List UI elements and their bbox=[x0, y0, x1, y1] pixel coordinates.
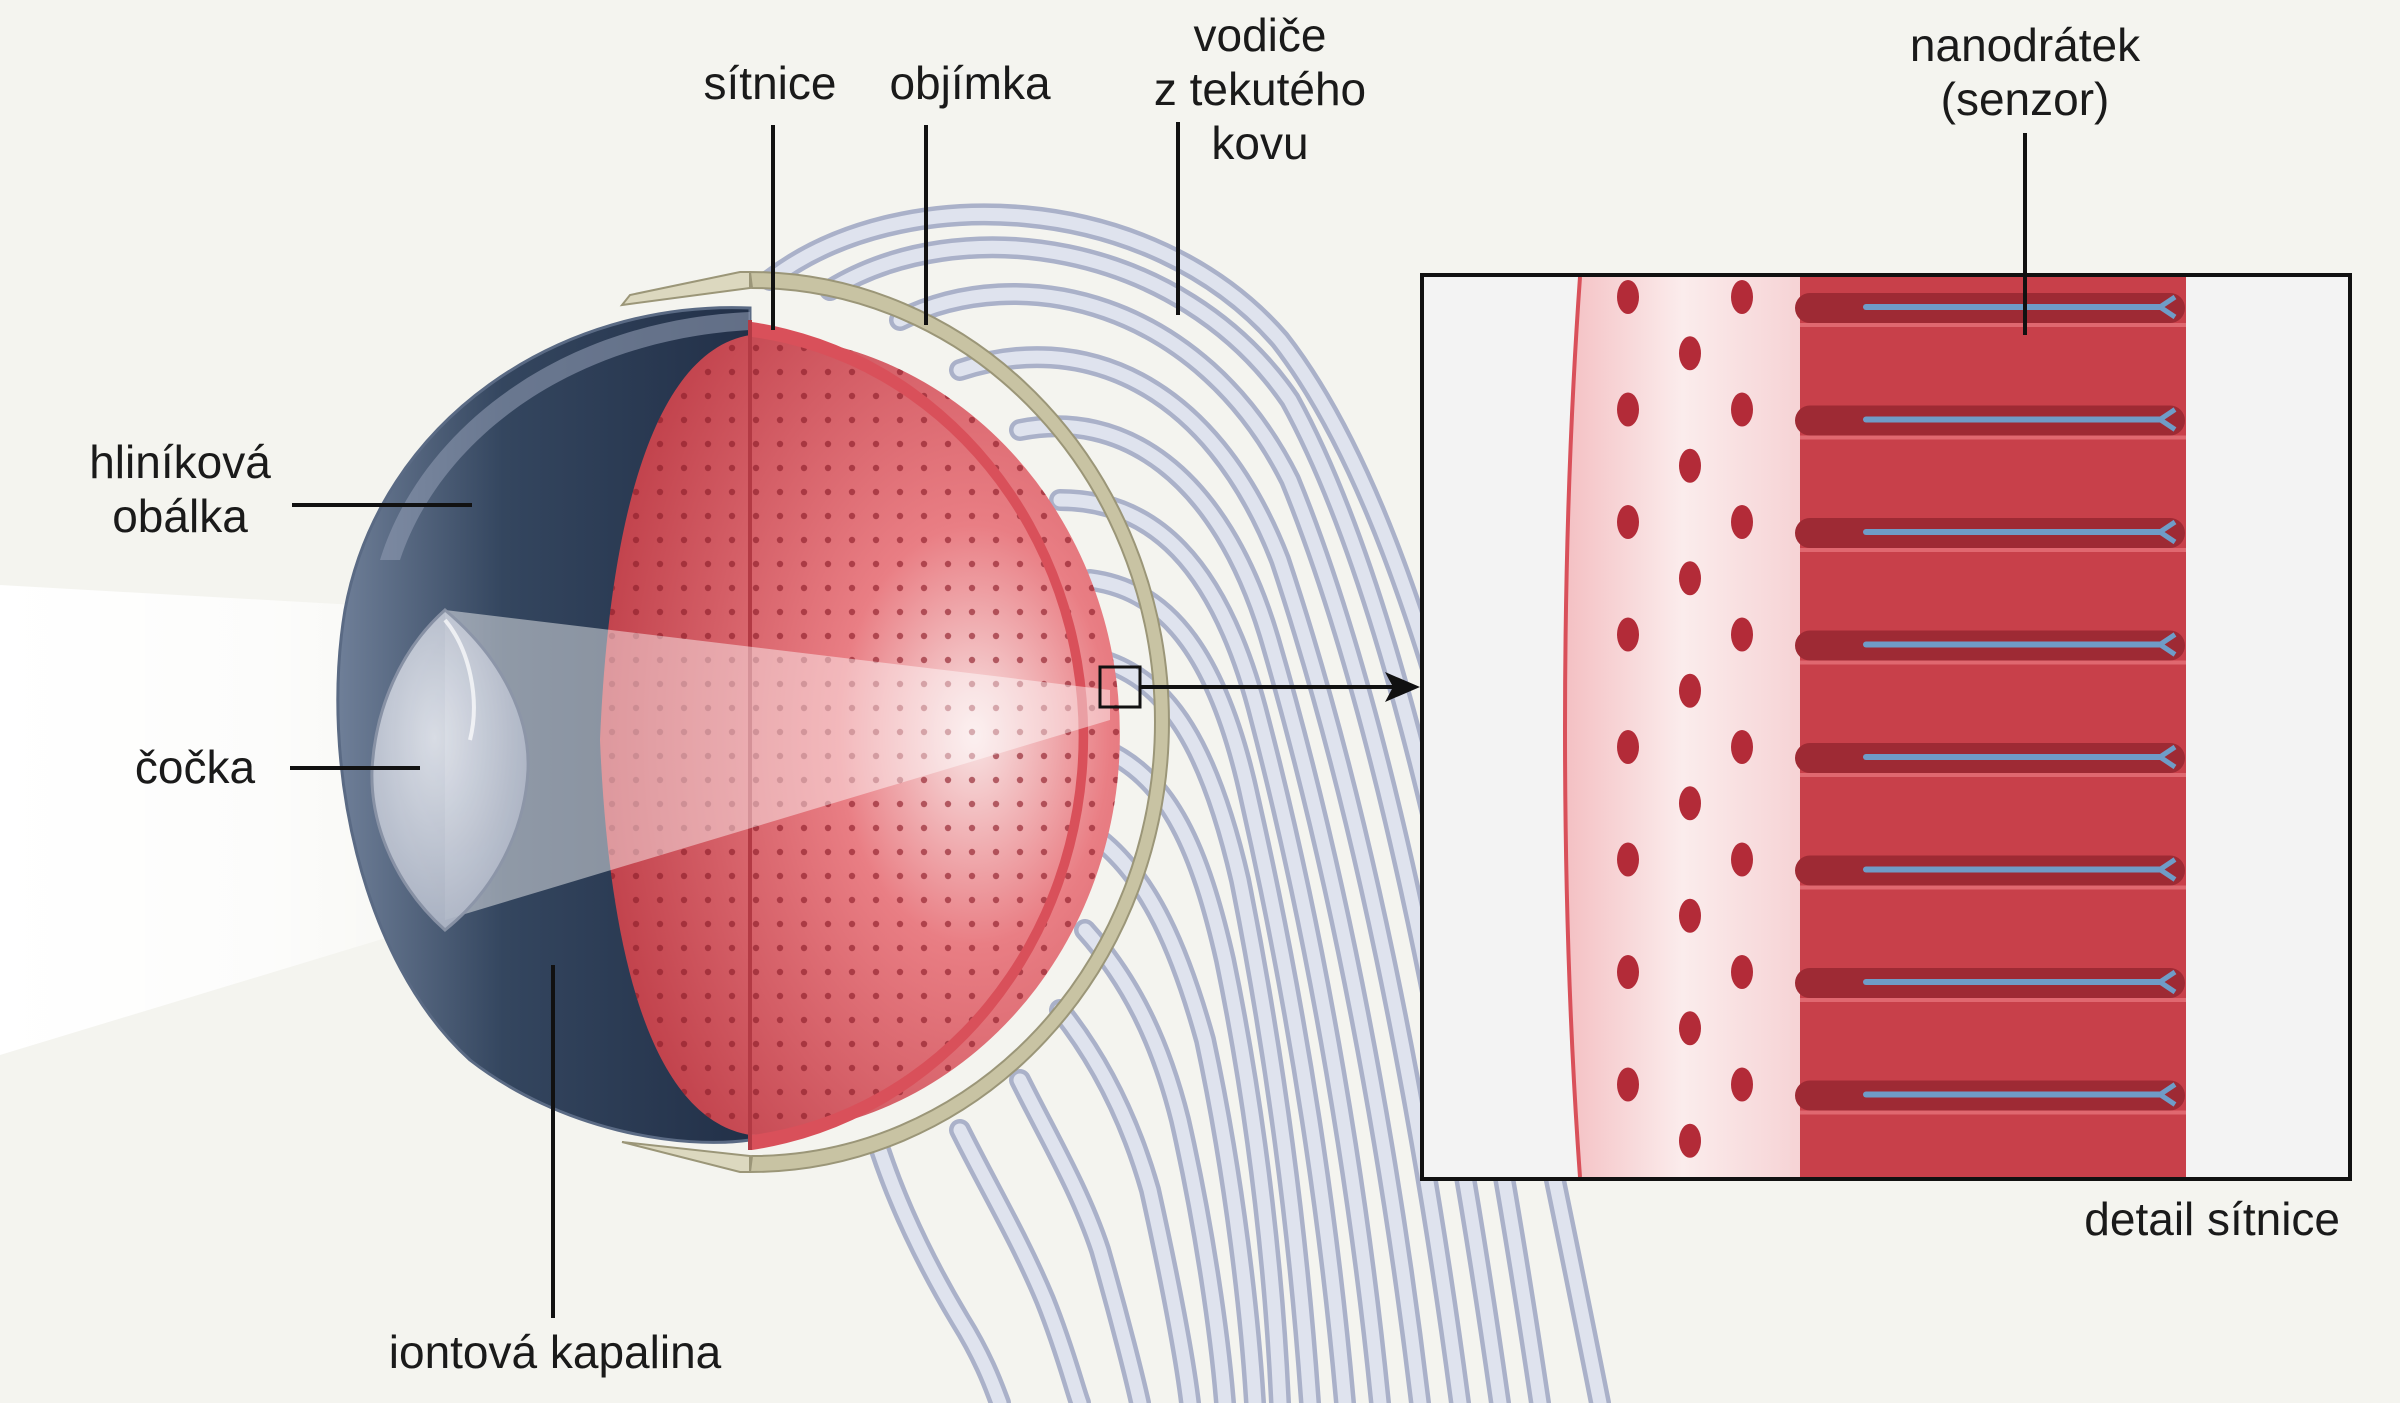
label-nanowire-line2: (senzor) bbox=[1940, 73, 2110, 125]
label-ionic-fluid: iontová kapalina bbox=[388, 1326, 722, 1378]
retina-pore bbox=[1679, 1011, 1701, 1046]
retina-pore bbox=[1617, 505, 1639, 539]
retina-pore bbox=[1617, 955, 1639, 989]
retina-pore bbox=[1679, 1123, 1701, 1158]
label-nanowire-line1: nanodrátek bbox=[1909, 19, 2141, 71]
retina-pore bbox=[1617, 392, 1639, 427]
retina-pore bbox=[1731, 392, 1753, 427]
retina-pore bbox=[1731, 730, 1753, 764]
retina-pore bbox=[1731, 617, 1753, 652]
nanowire-sensor bbox=[1795, 293, 2186, 327]
nanowire-sensor bbox=[1795, 405, 2186, 440]
label-aluminium-shell: hliníková obálka bbox=[80, 435, 280, 543]
retina-pore bbox=[1679, 561, 1701, 596]
retina-pore bbox=[1617, 842, 1639, 877]
retina-pore bbox=[1731, 955, 1753, 989]
label-sleeve: objímka bbox=[889, 57, 1051, 109]
retina-pore bbox=[1679, 786, 1701, 821]
nanowire-sensor bbox=[1795, 855, 2186, 890]
retina-pore bbox=[1679, 448, 1701, 483]
label-shell-line2: obálka bbox=[112, 490, 248, 542]
nanowire-sensor bbox=[1795, 743, 2186, 777]
label-wires-line1: vodiče bbox=[1193, 9, 1327, 61]
retina-pore bbox=[1617, 1067, 1639, 1102]
retina-pore bbox=[1617, 730, 1639, 764]
retina-pore bbox=[1731, 280, 1753, 314]
label-retina: sítnice bbox=[703, 57, 837, 109]
retina-pore bbox=[1617, 280, 1639, 314]
retina-pore bbox=[1731, 1067, 1753, 1102]
retina-pore bbox=[1679, 673, 1701, 708]
label-shell-line1: hliníková bbox=[89, 436, 271, 488]
zoom-arrow bbox=[1140, 672, 1420, 702]
label-wires-line3: kovu bbox=[1211, 117, 1309, 169]
leader-lines bbox=[290, 122, 2027, 1318]
retina-pore bbox=[1731, 505, 1753, 539]
retina-pore bbox=[1731, 842, 1753, 877]
label-nanowire: nanodrátek (senzor) bbox=[1880, 18, 2170, 126]
retina-pore bbox=[1679, 336, 1701, 371]
label-wires-line2: z tekutého bbox=[1153, 63, 1367, 115]
retina-pore bbox=[1679, 898, 1701, 933]
light-beam bbox=[0, 585, 445, 1055]
retina-pore bbox=[1617, 617, 1639, 652]
nanowire-sensor bbox=[1795, 518, 2186, 552]
retina-detail-inset bbox=[1420, 273, 2352, 1181]
nanowire-sensor bbox=[1795, 1080, 2186, 1115]
lens bbox=[370, 608, 530, 932]
label-lens: čočka bbox=[134, 741, 256, 793]
light-cone bbox=[445, 610, 1110, 920]
label-wires: vodiče z tekutého kovu bbox=[1105, 8, 1415, 170]
label-detail-caption: detail sítnice bbox=[2084, 1193, 2340, 1245]
nanowire-sensor bbox=[1795, 968, 2186, 1002]
nanowire-sensor bbox=[1795, 630, 2186, 665]
